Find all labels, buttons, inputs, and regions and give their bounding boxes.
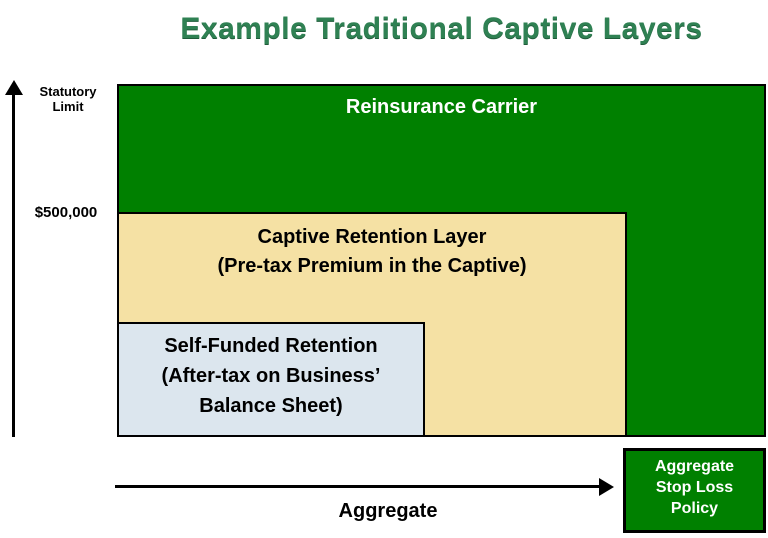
y-axis-label-line2: Limit [52,99,84,114]
layer-self-funded-retention: Self-Funded Retention (After-tax on Busi… [117,322,425,437]
layer-captive-label-line2: (Pre-tax Premium in the Captive) [217,255,527,277]
stop-loss-label-line2: Stop Loss [655,479,734,496]
diagram-title: Example Traditional Captive Layers [180,12,703,45]
stop-loss-label-line1: Aggregate [654,458,735,475]
y-axis-arrow-line [12,92,15,437]
arrow-up-icon [5,80,23,95]
layer-self-funded-label-line1: Self-Funded Retention [164,335,378,357]
stop-loss-label-line3: Policy [670,500,719,517]
arrow-right-icon [599,478,614,496]
y-axis-label-line1: Statutory [39,84,97,99]
x-axis-label: Aggregate [338,500,438,522]
x-axis-arrow-line [115,485,599,488]
layer-captive-label-line1: Captive Retention Layer [257,226,487,248]
layer-reinsurance-label: Reinsurance Carrier [345,96,538,118]
layer-self-funded-label-line2: (After-tax on Business’ [161,365,381,387]
layer-self-funded-label-line3: Balance Sheet) [199,395,343,417]
y-axis-label: Statutory Limit [26,84,110,114]
aggregate-stop-loss-policy-box: Aggregate Stop Loss Policy [623,448,766,533]
y-axis-tick-500k: $500,000 [34,204,98,221]
